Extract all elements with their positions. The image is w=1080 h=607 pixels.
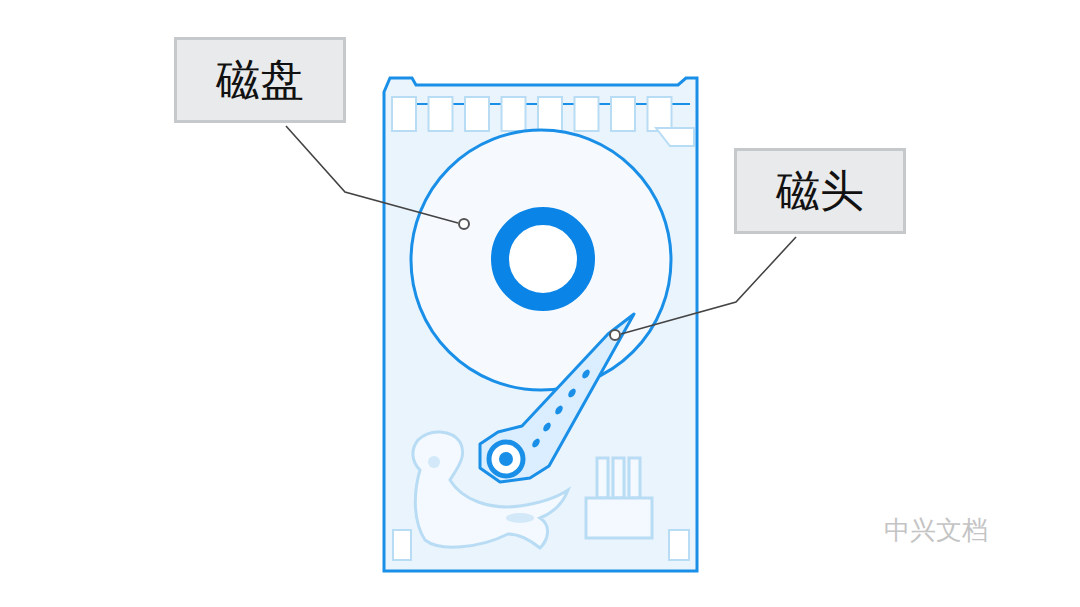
whale-spot (506, 513, 534, 523)
corner-tab (656, 128, 694, 146)
leader-dot (459, 219, 469, 229)
leader-dot (610, 330, 620, 340)
callout-label: 磁盘 (216, 56, 304, 104)
arm-pivot-center (499, 452, 513, 466)
leader-line (621, 237, 796, 334)
platter (411, 130, 671, 390)
housing-slot (575, 97, 599, 131)
housing-slot (648, 97, 672, 131)
head-arm (480, 314, 634, 482)
housing-slot (392, 97, 416, 131)
arm-holes (531, 368, 592, 449)
callout-box: 磁盘 (174, 37, 346, 123)
callout-label: 磁头 (776, 167, 864, 215)
housing-slot (611, 97, 635, 131)
whale-eye (428, 456, 440, 468)
spindle-hub (500, 216, 586, 302)
drive-housing (384, 78, 697, 571)
housing-slot (538, 97, 562, 131)
leader-line (286, 126, 458, 223)
corner-foot (393, 530, 411, 560)
housing-slot (429, 97, 453, 131)
housing-slot (502, 97, 526, 131)
callout-box: 磁头 (734, 148, 906, 234)
housing-slot (465, 97, 489, 131)
arm-pivot (489, 442, 523, 476)
connector-block (586, 458, 652, 538)
top-slots (392, 97, 672, 131)
corner-foot (669, 530, 689, 560)
watermark: 中兴文档 (884, 513, 988, 548)
